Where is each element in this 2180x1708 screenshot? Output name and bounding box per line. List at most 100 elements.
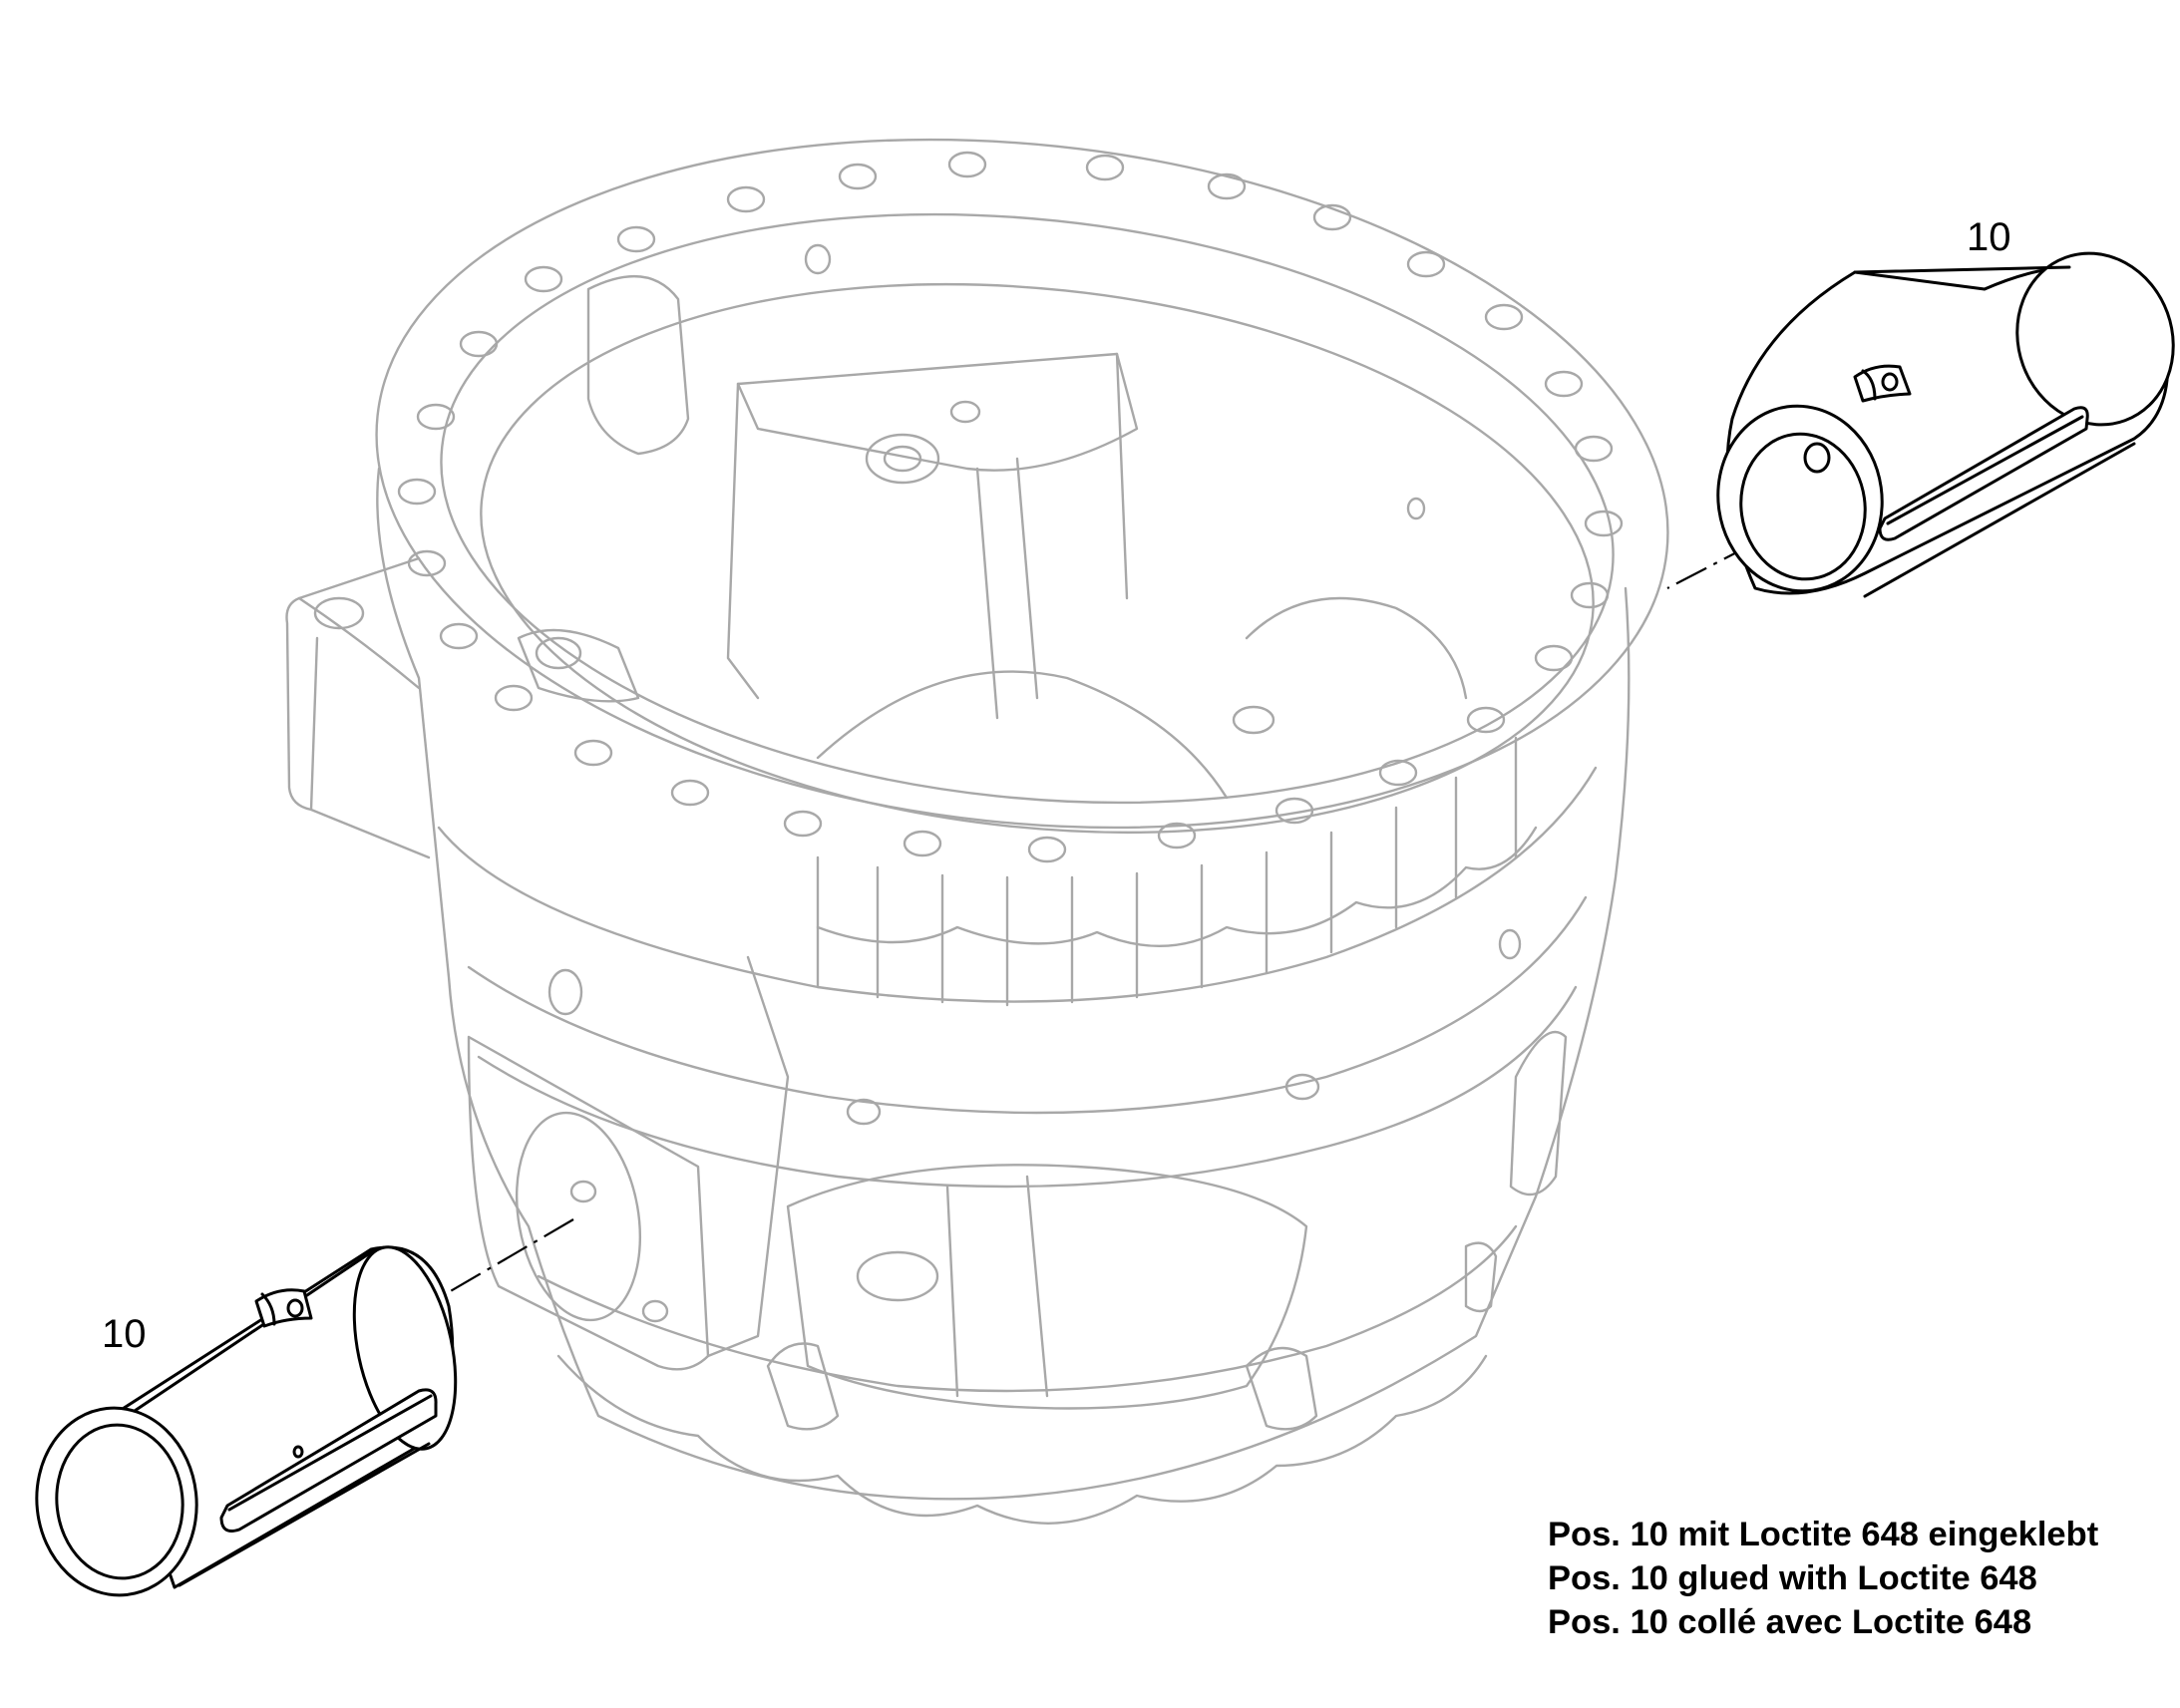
- sleeve-bore-hole: [1803, 442, 1831, 474]
- bolt-hole: [1534, 644, 1574, 672]
- left-lug-hole: [313, 596, 365, 630]
- right-window-upper: [1509, 1030, 1568, 1196]
- middle-band-top: [467, 895, 1588, 1115]
- left-lug-edge: [297, 596, 421, 690]
- bolt-hole: [416, 403, 456, 431]
- bolt-hole: [1157, 822, 1197, 850]
- bolt-hole: [1570, 581, 1610, 609]
- bore-wall: [480, 282, 1595, 835]
- band-wave: [816, 826, 1538, 947]
- bolt-hole: [1274, 797, 1314, 825]
- sleeve-slot-hole: [292, 1445, 304, 1459]
- bottom-scallops: [556, 1354, 1488, 1525]
- bolt-hole: [1085, 154, 1125, 181]
- bolt-hole: [1484, 303, 1524, 331]
- bolt-hole: [1312, 203, 1352, 231]
- sleeve-notch-hole: [1881, 372, 1899, 392]
- lower-window-boss: [856, 1250, 939, 1302]
- bolt-hole: [1466, 706, 1506, 734]
- sleeve-notch-line: [1861, 369, 1877, 401]
- bolt-hole: [903, 830, 942, 857]
- sleeve-bore: [1739, 432, 1867, 581]
- bolt-hole: [397, 478, 437, 506]
- inner-boss-left-hole: [535, 636, 582, 670]
- band-hole: [846, 1098, 882, 1126]
- gear-housing: [285, 138, 1669, 1525]
- lower-boss: [766, 1342, 840, 1431]
- bolt-hole: [407, 549, 447, 577]
- bolt-hole: [1406, 250, 1446, 278]
- bolt-hole: [726, 185, 766, 213]
- bolt-hole: [1544, 370, 1584, 398]
- bolt-hole: [1574, 435, 1614, 463]
- band-ribs: [816, 736, 1518, 1007]
- sleeve-far-end: [2015, 251, 2175, 427]
- sleeve-top-edge: [1853, 265, 2071, 274]
- bolt-hole: [783, 810, 823, 838]
- bolt-hole: [616, 225, 656, 253]
- inner-rib: [975, 457, 1039, 720]
- lower-boss: [1245, 1346, 1318, 1431]
- sleeve-bore: [55, 1423, 184, 1580]
- bolt-hole: [459, 330, 499, 358]
- lower-band: [537, 1224, 1518, 1393]
- sleeve-part-10-right: [1716, 251, 2175, 598]
- inner-boss-left: [517, 628, 640, 703]
- middle-band-bottom: [477, 985, 1578, 1189]
- sleeve-slot: [1878, 406, 2089, 541]
- band-hole: [641, 1299, 669, 1323]
- sleeve-bottom-edge: [1863, 442, 2136, 598]
- bolt-hole: [670, 779, 710, 807]
- bolt-hole: [439, 622, 479, 650]
- inner-web-right: [1115, 352, 1129, 600]
- bolt-hole: [494, 684, 534, 712]
- left-boss-edge: [706, 955, 790, 1358]
- bolt-hole: [947, 151, 987, 178]
- inner-web-top: [736, 352, 1139, 472]
- upper-band: [437, 766, 1598, 1003]
- inner-pocket-left: [586, 274, 690, 456]
- band-hole: [569, 1180, 597, 1203]
- band-hole: [547, 968, 583, 1016]
- sleeve-part-10-left: [35, 1245, 458, 1597]
- bolt-hole: [573, 739, 613, 767]
- bolt-hole: [1027, 836, 1067, 863]
- inner-dot: [1406, 497, 1426, 520]
- sleeve-slot: [219, 1388, 438, 1533]
- left-boss-face: [467, 1035, 710, 1371]
- left-lug-face: [309, 636, 319, 812]
- note-line-german: Pos. 10 mit Loctite 648 eingeklebt: [1548, 1516, 2099, 1553]
- inner-boss: [865, 433, 940, 485]
- right-slot: [1464, 1241, 1498, 1313]
- flange-inner-ring: [440, 212, 1615, 805]
- inner-web-left: [726, 382, 760, 700]
- left-lug-outline: [285, 556, 431, 859]
- note-line-english: Pos. 10 glued with Loctite 648: [1548, 1559, 2037, 1597]
- inner-dot: [804, 243, 832, 275]
- side-bore-arc: [1245, 596, 1468, 700]
- sleeve-notch-line: [260, 1292, 276, 1326]
- bearing-bore-arc: [816, 670, 1229, 800]
- lower-window-ribs: [945, 1175, 1049, 1398]
- lower-window: [786, 1164, 1308, 1410]
- flange-outer-ring: [375, 138, 1669, 830]
- sleeve-slot-inner: [227, 1394, 433, 1512]
- left-boss-bore: [515, 1111, 642, 1322]
- inner-small-hole: [949, 400, 981, 424]
- band-hole: [1284, 1073, 1320, 1101]
- note-line-french: Pos. 10 collé avec Loctite 648: [1548, 1603, 2032, 1641]
- flange-bolt-holes: [397, 151, 1624, 863]
- side-small-hole: [1232, 705, 1275, 735]
- band-hole: [1498, 928, 1522, 960]
- assembly-note: Pos. 10 mit Loctite 648 eingeklebt Pos. …: [1548, 1513, 2098, 1644]
- bolt-hole: [524, 265, 563, 293]
- bolt-hole: [1584, 510, 1624, 537]
- sleeve-notch-hole: [286, 1298, 304, 1318]
- bolt-hole: [1207, 172, 1247, 200]
- bolt-hole: [1378, 759, 1418, 787]
- bolt-hole: [838, 163, 878, 190]
- centerline-left: [436, 1218, 574, 1300]
- housing-silhouette: [376, 467, 1631, 1501]
- callout-right-sleeve: 10: [1967, 215, 2011, 259]
